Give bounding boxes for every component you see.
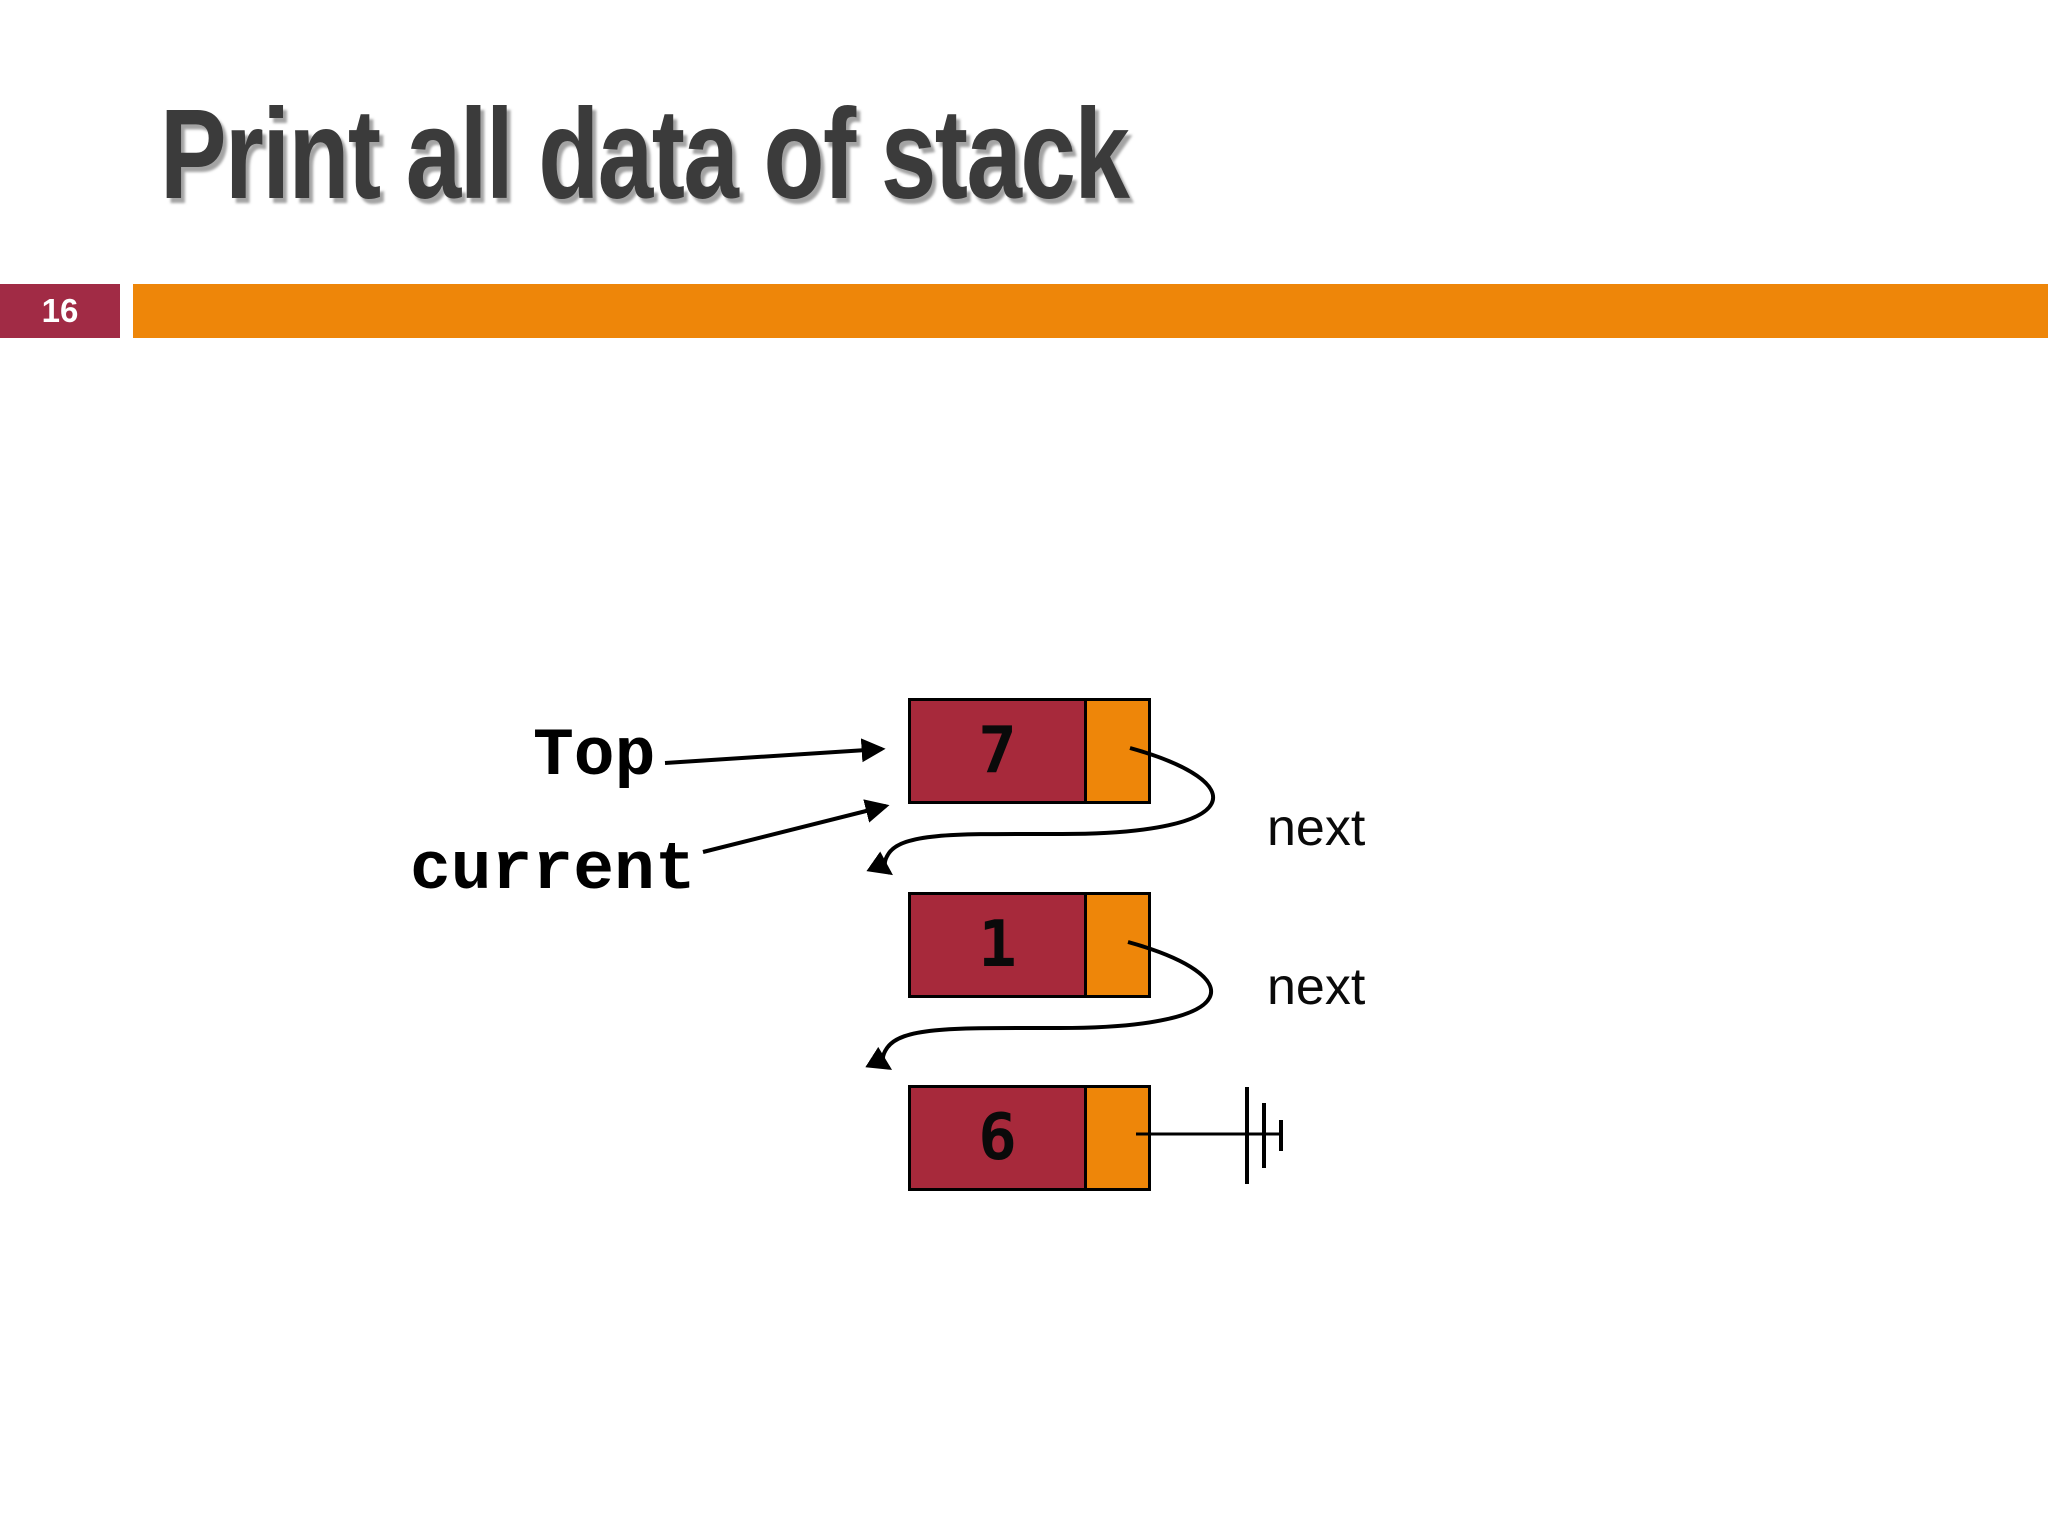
node-value: 6: [978, 1101, 1017, 1175]
page-number-badge: 16: [0, 284, 120, 338]
null-ground-icon: [1136, 1087, 1283, 1184]
top-arrow: [664, 738, 886, 765]
node-next-pointer-cell: [1084, 895, 1148, 995]
page-title: Print all data of stack: [160, 83, 1130, 226]
current-arrow: [702, 799, 890, 854]
next-caption-1: next: [1267, 799, 1366, 857]
stack-node-bottom: 6: [908, 1085, 1151, 1191]
node-value: 7: [978, 714, 1017, 788]
node-next-pointer-cell: [1084, 1088, 1148, 1188]
current-pointer-label: current: [410, 832, 696, 909]
top-pointer-label: Top: [533, 718, 656, 795]
page-number: 16: [41, 292, 79, 329]
node-value: 1: [978, 908, 1017, 982]
stack-node-middle: 1: [908, 892, 1151, 998]
accent-bar: [133, 284, 2048, 338]
next-caption-2: next: [1267, 958, 1366, 1016]
node-next-pointer-cell: [1084, 701, 1148, 801]
stack-node-top: 7: [908, 698, 1151, 804]
